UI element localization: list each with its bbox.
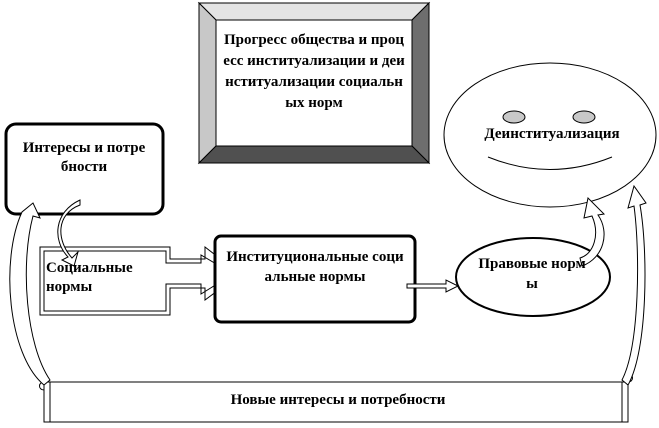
smiley-face: [443, 62, 657, 208]
social-norms-label: Социальные нормы: [46, 260, 133, 295]
deinstitutionalization-label: Деинституализация: [484, 126, 620, 142]
inst-to-legal-arrow: [406, 279, 460, 293]
legal-norms-label: Правовые нормы: [478, 256, 586, 292]
new-interests-scroll: [39, 373, 633, 423]
progress-bevel-box: [197, 1, 431, 165]
institutional-label: Институциональные социальные нормы: [226, 249, 404, 285]
progress-label: Прогресс общества и процесс институализа…: [223, 32, 405, 111]
interests-label: Интересы и потребности: [22, 140, 146, 175]
interests-box: [4, 122, 165, 216]
right-curved-arrow: [621, 184, 647, 386]
interests-to-social-arrow: [57, 199, 81, 267]
institutional-box: [213, 234, 417, 324]
legal-norms-ellipse: [455, 237, 611, 317]
new-interests-label: Новые интересы и потребности: [230, 392, 446, 408]
legal-to-smiley-arrow: [579, 196, 606, 267]
left-curved-arrow: [9, 202, 51, 386]
